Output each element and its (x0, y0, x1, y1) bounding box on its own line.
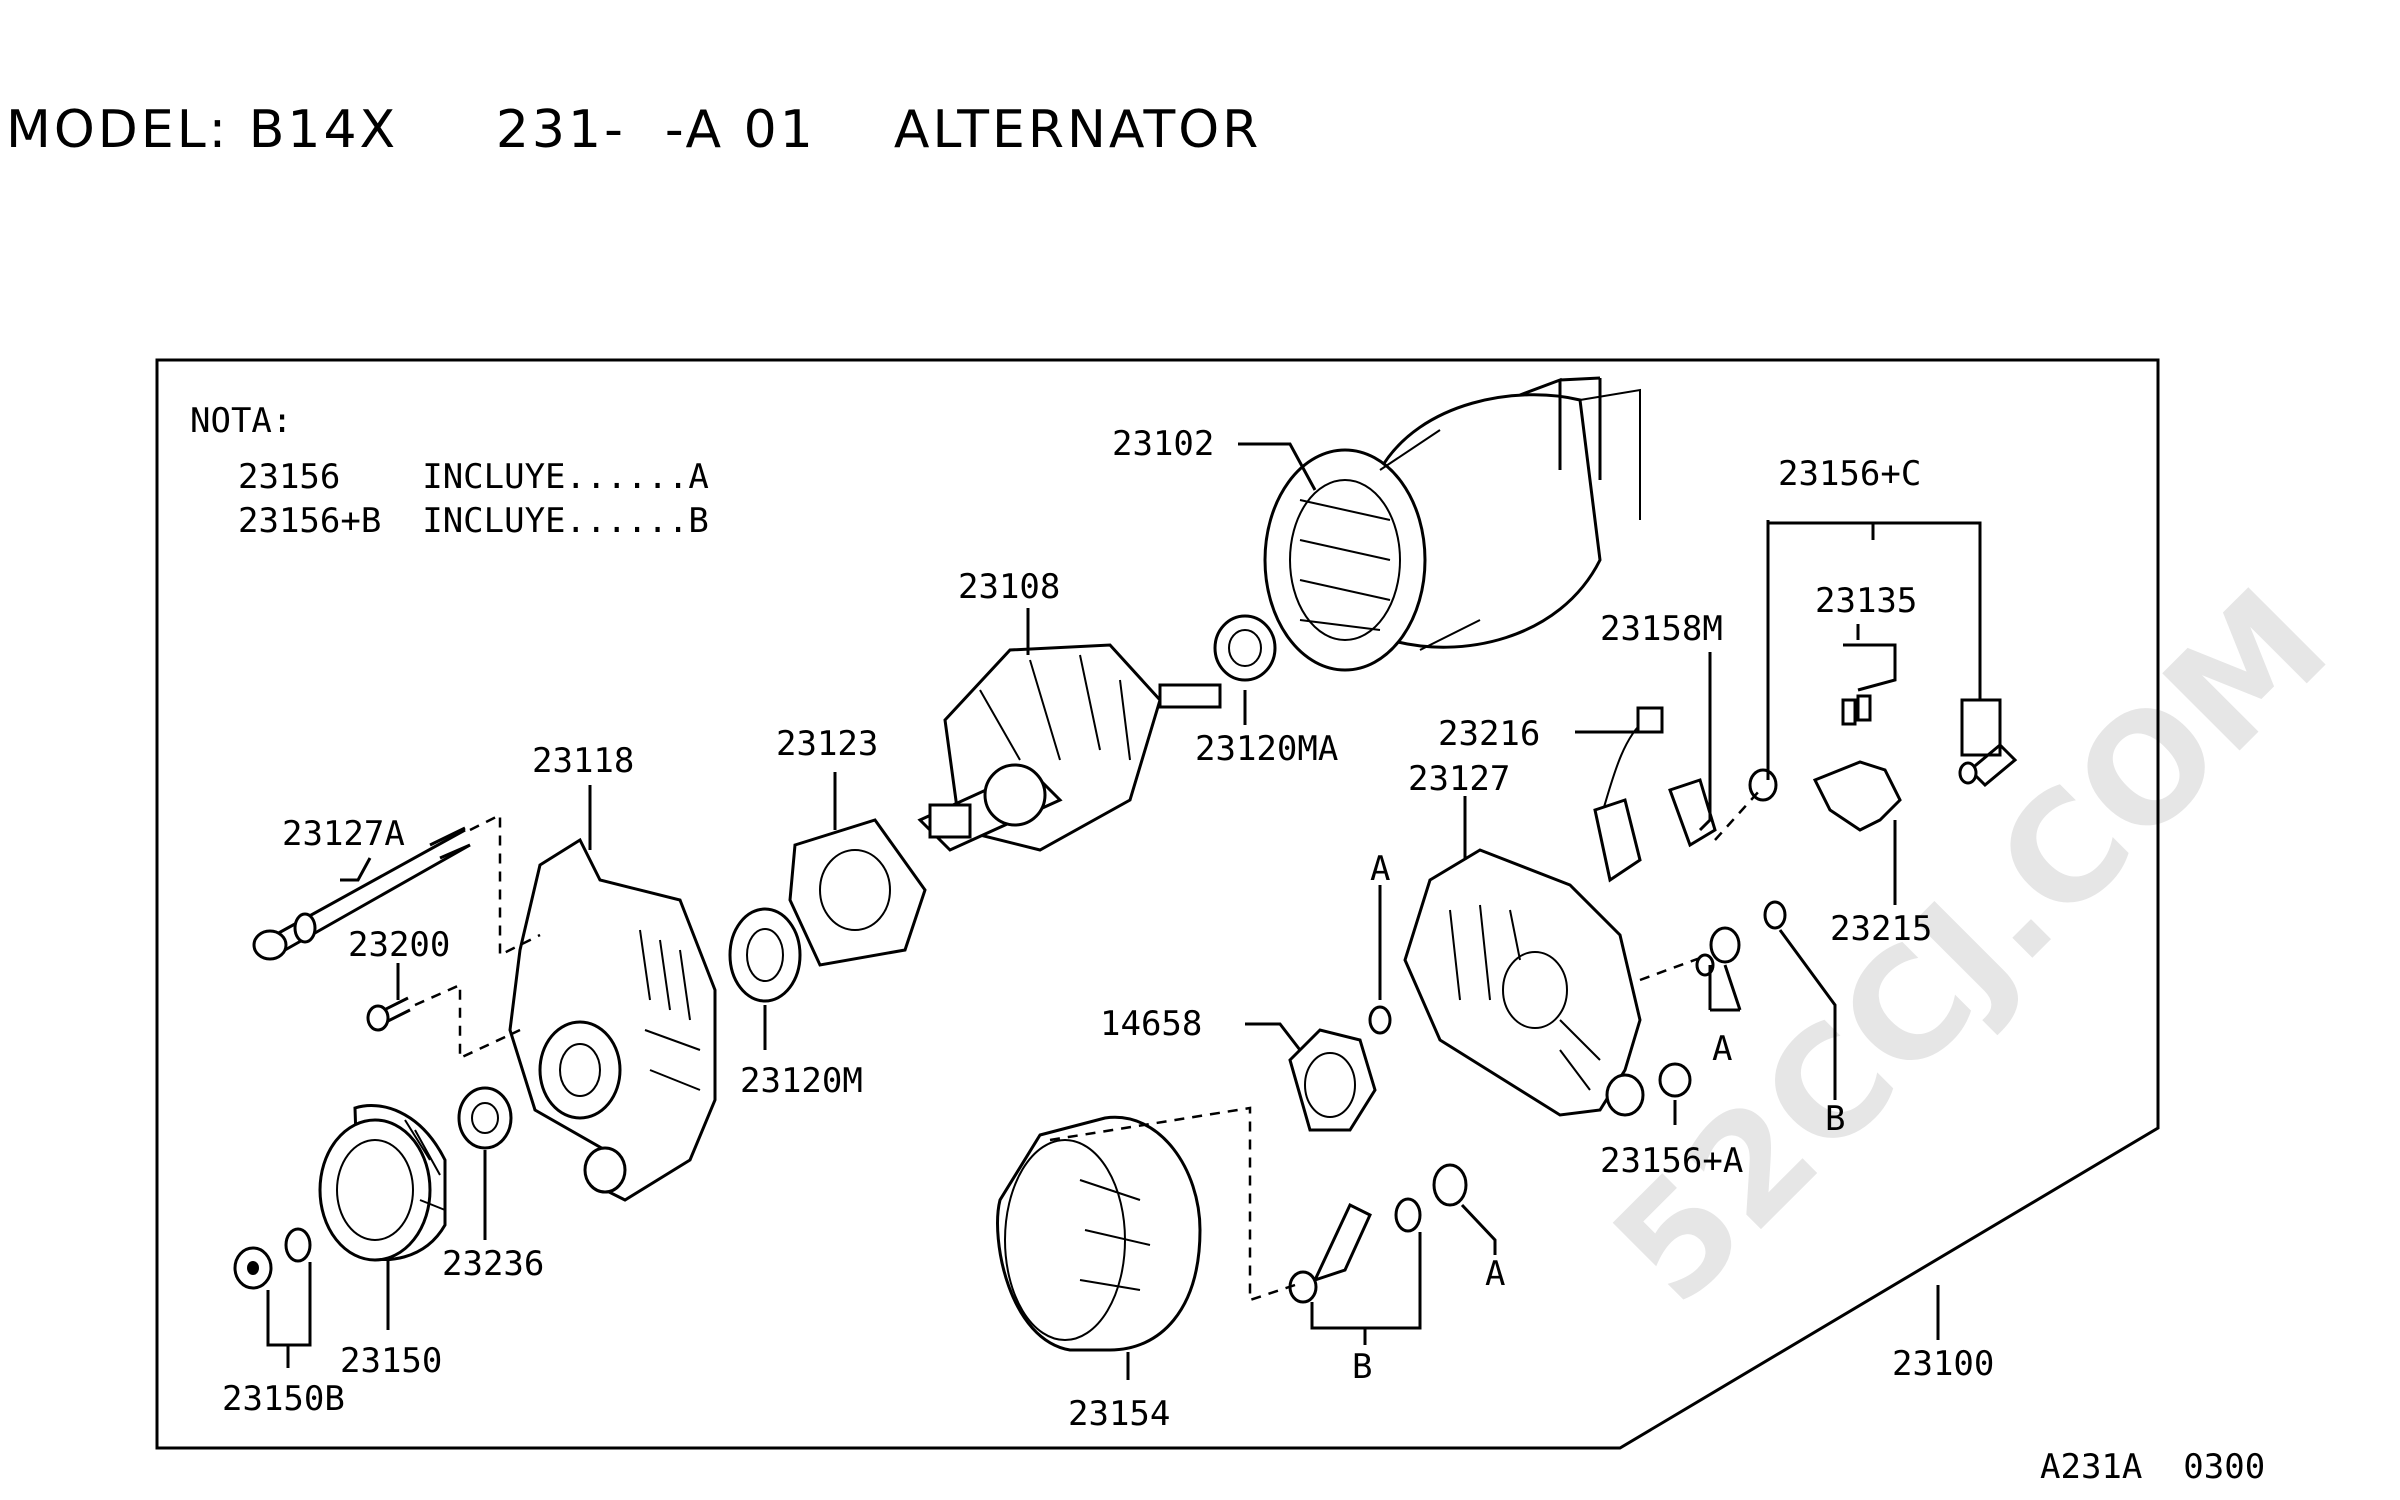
leader-lines (266, 442, 2002, 1380)
label-23127: 23127 (1408, 759, 1510, 799)
spacer-23236 (457, 1086, 513, 1150)
front-bracket-23118 (508, 837, 717, 1202)
assembly-dashed-lines (414, 789, 1761, 1302)
part-labels: 23102 23108 23156+C 23135 23158M 23216 2… (222, 424, 1994, 1434)
watermark: 52CCJ.COM (1581, 557, 2361, 1337)
label-23135: 23135 (1815, 581, 1917, 621)
label-14658: 14658 (1100, 1004, 1202, 1044)
collar-14658 (1288, 1028, 1377, 1132)
rear-cover-23154 (996, 1115, 1202, 1352)
label-23215: 23215 (1830, 909, 1932, 949)
label-23102: 23102 (1112, 424, 1214, 464)
terminal-bolt (1288, 1163, 1468, 1304)
label-23200: 23200 (348, 925, 450, 965)
nut-23156A (1658, 1062, 1692, 1098)
label-23216: 23216 (1438, 714, 1540, 754)
label-23158m: 23158M (1600, 609, 1723, 649)
pulley-23150 (318, 1104, 447, 1262)
ref-a-bottom: A (1485, 1254, 1505, 1294)
regulator-23215 (1812, 760, 1902, 832)
ref-a-left: A (1370, 849, 1390, 889)
label-23154: 23154 (1068, 1394, 1170, 1434)
label-23118: 23118 (532, 741, 634, 781)
bearing-23120M (728, 907, 802, 1003)
label-23123: 23123 (776, 724, 878, 764)
label-23156-a: 23156+A (1600, 1141, 1743, 1181)
page-title: MODEL: B14X 231- -A 01 ALTERNATOR (6, 100, 1262, 160)
label-23120m: 23120M (740, 1061, 863, 1101)
label-23108: 23108 (958, 567, 1060, 607)
ref-b-bottom: B (1352, 1347, 1372, 1387)
ref-a-right: A (1712, 1029, 1732, 1069)
ref-b-right: B (1825, 1099, 1845, 1139)
label-23150b: 23150B (222, 1379, 345, 1419)
nut-washer-23150B (233, 1227, 312, 1290)
through-bolt-23127A (252, 826, 471, 961)
footer-code: A231A 0300 (2040, 1447, 2265, 1487)
bearing-23120MA (1213, 614, 1277, 682)
retainer-plate-23123 (788, 818, 927, 967)
label-23120ma: 23120MA (1195, 729, 1338, 769)
note-line-1: 23156 INCLUYE......A (238, 457, 709, 497)
stator-housing-23102 (1263, 376, 1641, 672)
note-block: NOTA: 23156 INCLUYE......A 23156+B INCLU… (190, 401, 709, 541)
reference-letters: A A A B B (1352, 849, 1845, 1387)
screw-23200 (366, 996, 411, 1032)
washers (1368, 900, 1787, 1035)
rear-bracket-23127 (1403, 848, 1645, 1117)
label-23100: 23100 (1892, 1344, 1994, 1384)
rotor-23108 (917, 643, 1222, 852)
plate-23158M (1668, 778, 1717, 848)
diagram-frame (155, 358, 2160, 1450)
label-23150: 23150 (340, 1341, 442, 1381)
note-heading: NOTA: (190, 401, 292, 441)
label-23236: 23236 (442, 1244, 544, 1284)
brush-set-23135 (1841, 694, 1872, 726)
label-23156-c: 23156+C (1778, 454, 1921, 494)
harness-23216 (1593, 706, 1664, 883)
label-23127a: 23127A (282, 814, 405, 854)
note-line-2: 23156+B INCLUYE......B (238, 501, 709, 541)
